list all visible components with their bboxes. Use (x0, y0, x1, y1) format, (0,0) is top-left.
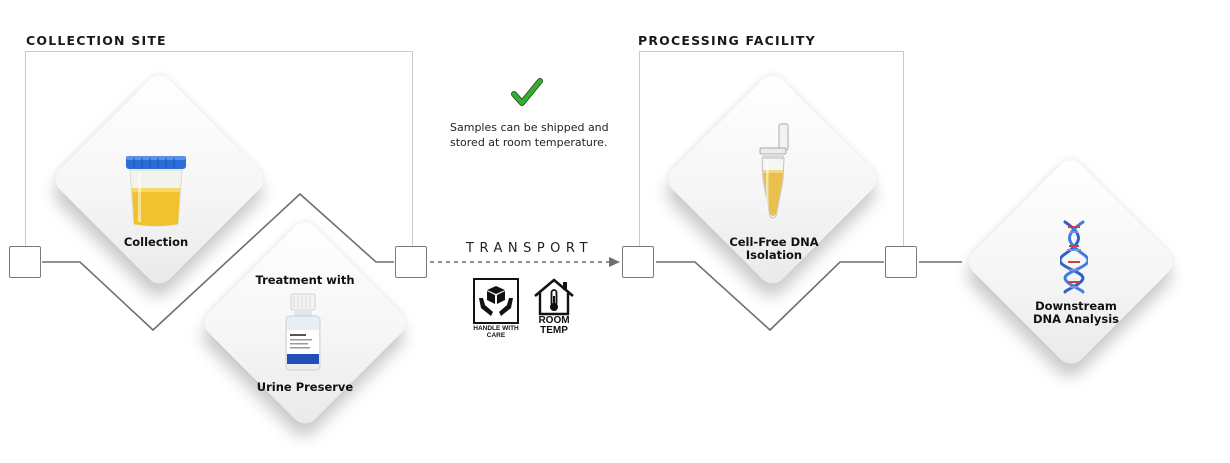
collection-site-title: COLLECTION SITE (26, 33, 167, 48)
processing-path-line (656, 261, 884, 332)
treatment-label-top: Treatment with (255, 273, 355, 287)
handle-with-care-icon (473, 278, 519, 324)
analysis-label-line1: Downstream (1035, 299, 1117, 313)
node-collection-exit (395, 246, 427, 278)
handle-with-care-caption: HANDLE WITH CARE (473, 325, 519, 339)
room-temp-caption-line1: ROOM (538, 315, 570, 326)
processing-facility-bracket (639, 51, 904, 260)
node-processing-exit (885, 246, 917, 278)
processing-facility-title: PROCESSING FACILITY (638, 33, 816, 48)
transport-note-line1: Samples can be shipped and (450, 121, 609, 134)
collection-path-line (42, 192, 394, 332)
transport-arrowhead-icon (609, 257, 620, 267)
preserve-bottle-icon (285, 293, 321, 371)
transport-label: TRANSPORT (466, 241, 593, 256)
microcentrifuge-tube-icon (759, 123, 789, 219)
checkmark-icon (511, 78, 543, 106)
room-temp-house-icon (534, 278, 574, 316)
node-start (9, 246, 41, 278)
urine-cup-icon (126, 156, 186, 227)
dna-helix-icon (1060, 220, 1088, 294)
collection-site-bracket (25, 51, 413, 260)
isolation-label-line2: Isolation (745, 248, 803, 262)
analysis-label-line2: DNA Analysis (1033, 312, 1119, 326)
collection-label: Collection (123, 235, 189, 249)
isolation-label-line1: Cell-Free DNA (729, 235, 819, 249)
node-processing-entry (622, 246, 654, 278)
treatment-label-bottom: Urine Preserve (256, 380, 354, 394)
transport-note-line2: stored at room temperature. (450, 136, 608, 149)
room-temp-caption-line2: TEMP (540, 325, 568, 336)
